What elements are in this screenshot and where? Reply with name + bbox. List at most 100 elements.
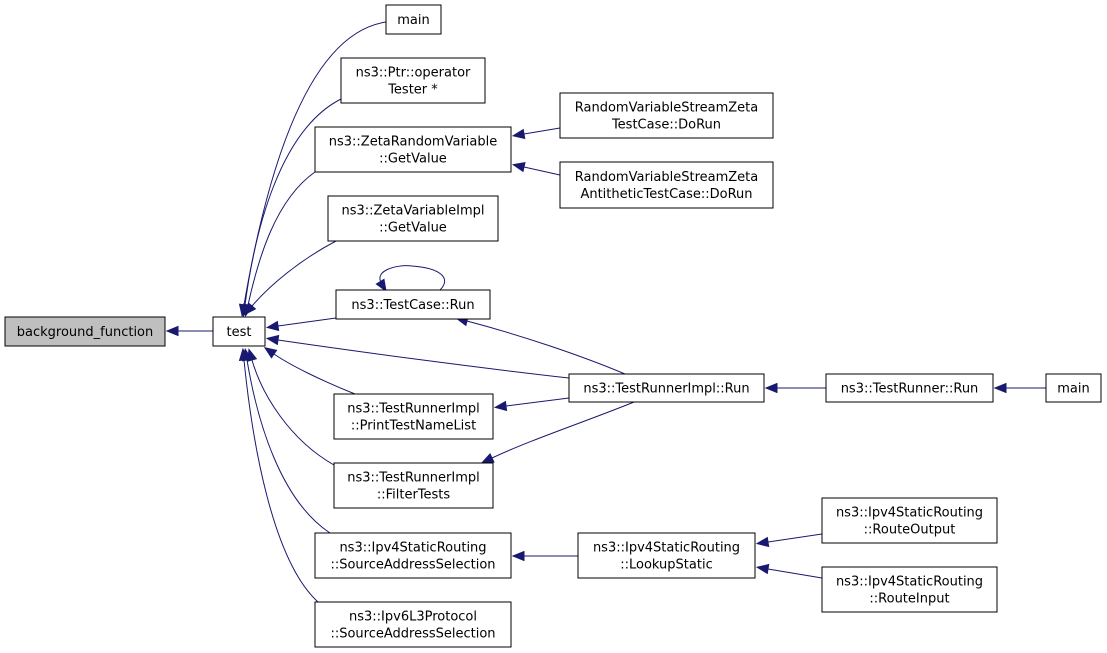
node-lookupstatic[interactable]: ns3::Ipv4StaticRouting::LookupStatic	[577, 532, 756, 579]
node-box[interactable]	[821, 566, 998, 613]
node-testrunnerimpl-run[interactable]: ns3::TestRunnerImpl::Run	[568, 373, 765, 403]
node-ipv6-sas[interactable]: ns3::Ipv6L3Protocol::SourceAddressSelect…	[314, 601, 512, 648]
node-box[interactable]	[559, 161, 774, 209]
arrowhead	[493, 400, 508, 412]
edge-testcase_run-to-testcase_run	[375, 265, 446, 293]
edge-line	[243, 359, 319, 603]
node-box[interactable]	[212, 316, 266, 347]
edge-line	[277, 339, 570, 379]
edge-rvs_zeta_dorun-to-zeta_rv_getvalue	[511, 127, 561, 140]
edge-ipv4_sas-to-test	[241, 347, 331, 534]
arrowhead	[238, 347, 250, 362]
edge-testrunnerimpl_run-to-printtestnamelist	[493, 397, 570, 412]
node-box[interactable]	[314, 532, 512, 579]
arrowhead	[755, 563, 770, 575]
node-label: ::PrintTestNameList	[351, 419, 476, 434]
node-label: ns3::Ptr::operator	[356, 66, 471, 81]
edge-testrunnerimpl_run-to-filtertests	[480, 401, 635, 464]
node-label: ns3::Ipv4StaticRouting	[836, 575, 983, 590]
node-main-top[interactable]: main	[385, 4, 442, 35]
arrowhead	[263, 347, 278, 359]
node-routeoutput[interactable]: ns3::Ipv4StaticRouting::RouteOutput	[821, 497, 998, 544]
node-label: RandomVariableStreamZeta	[575, 170, 758, 185]
edge-line	[523, 166, 561, 176]
node-label: ns3::Ipv4StaticRouting	[339, 541, 486, 556]
node-box[interactable]	[4, 316, 166, 347]
edge-line	[277, 317, 337, 327]
node-label: ns3::ZetaRandomVariable	[329, 135, 497, 150]
edge-testrunnerimpl_run-to-testcase_run	[455, 316, 626, 375]
node-rvs-zeta-anti-dorun[interactable]: RandomVariableStreamZetaAntitheticTestCa…	[559, 161, 774, 209]
node-label: main	[1057, 382, 1089, 397]
node-testrunner-run[interactable]: ns3::TestRunner::Run	[825, 373, 994, 403]
arrowhead	[480, 453, 495, 464]
node-label: ns3::TestRunnerImpl	[347, 402, 480, 417]
node-box[interactable]	[559, 92, 774, 139]
edge-line	[244, 98, 342, 306]
edge-line	[251, 240, 337, 307]
edge-line	[491, 401, 635, 459]
node-main-right[interactable]: main	[1045, 373, 1102, 403]
node-label: ns3::TestRunnerImpl::Run	[583, 382, 749, 397]
node-label: ::GetValue	[379, 152, 447, 167]
node-ipv4-sas[interactable]: ns3::Ipv4StaticRouting::SourceAddressSel…	[314, 532, 512, 579]
node-label: ::SourceAddressSelection	[330, 627, 495, 642]
node-box[interactable]	[333, 393, 494, 440]
edge-test-to-background_function	[165, 325, 213, 337]
edge-lookupstatic-to-ipv4_sas	[511, 550, 578, 562]
edge-line	[466, 320, 626, 375]
edge-line	[379, 265, 446, 291]
node-box[interactable]	[577, 532, 756, 579]
node-label: Tester *	[387, 83, 438, 98]
node-zeta-rv-getvalue[interactable]: ns3::ZetaRandomVariable::GetValue	[314, 126, 512, 173]
edge-filtertests-to-test	[247, 348, 335, 466]
node-label: ::RouteInput	[869, 592, 949, 607]
node-box[interactable]	[1045, 373, 1102, 403]
node-testcase-run[interactable]: ns3::TestCase::Run	[335, 289, 491, 320]
node-box[interactable]	[314, 601, 512, 648]
node-test[interactable]: test	[212, 316, 266, 347]
node-label: ::GetValue	[379, 221, 447, 236]
node-label: ns3::Ipv6L3Protocol	[349, 610, 477, 625]
edge-line	[246, 359, 331, 534]
node-box[interactable]	[327, 195, 499, 242]
arrowhead	[755, 536, 770, 548]
node-box[interactable]	[568, 373, 765, 403]
node-box[interactable]	[314, 126, 512, 173]
node-label: RandomVariableStreamZeta	[575, 101, 758, 116]
node-box[interactable]	[333, 462, 494, 509]
edge-testrunnerimpl_run-to-test	[265, 334, 570, 379]
node-label: AntitheticTestCase::DoRun	[580, 187, 752, 202]
node-label: ::SourceAddressSelection	[330, 558, 495, 573]
node-box[interactable]	[340, 57, 486, 104]
node-box[interactable]	[335, 289, 491, 320]
node-label: ::FilterTests	[377, 488, 451, 503]
node-label: ::LookupStatic	[620, 558, 712, 573]
node-label: ns3::Ipv4StaticRouting	[836, 506, 983, 521]
edge-zeta_rv_getvalue-to-test	[242, 171, 316, 318]
node-label: ns3::TestRunnerImpl	[347, 471, 480, 486]
node-filtertests[interactable]: ns3::TestRunnerImpl::FilterTests	[333, 462, 494, 509]
node-label: test	[227, 325, 252, 340]
node-label: ns3::Ipv4StaticRouting	[593, 541, 740, 556]
node-box[interactable]	[385, 4, 442, 35]
node-printtestnamelist[interactable]: ns3::TestRunnerImpl::PrintTestNameList	[333, 393, 494, 440]
edge-line	[247, 171, 316, 306]
arrowhead	[265, 334, 280, 346]
node-routeinput[interactable]: ns3::Ipv4StaticRouting::RouteInput	[821, 566, 998, 613]
edges-layer	[165, 21, 1046, 603]
node-zeta-impl-getvalue[interactable]: ns3::ZetaVariableImpl::GetValue	[327, 195, 499, 242]
edge-line	[273, 353, 356, 395]
arrowhead	[265, 320, 280, 332]
edge-line	[523, 127, 561, 135]
node-box[interactable]	[821, 497, 998, 544]
node-box[interactable]	[825, 373, 994, 403]
edge-line	[505, 397, 570, 407]
node-label: ns3::TestCase::Run	[351, 298, 474, 313]
node-label: ::RouteOutput	[864, 523, 956, 538]
node-background-function[interactable]: background_function	[4, 316, 166, 347]
